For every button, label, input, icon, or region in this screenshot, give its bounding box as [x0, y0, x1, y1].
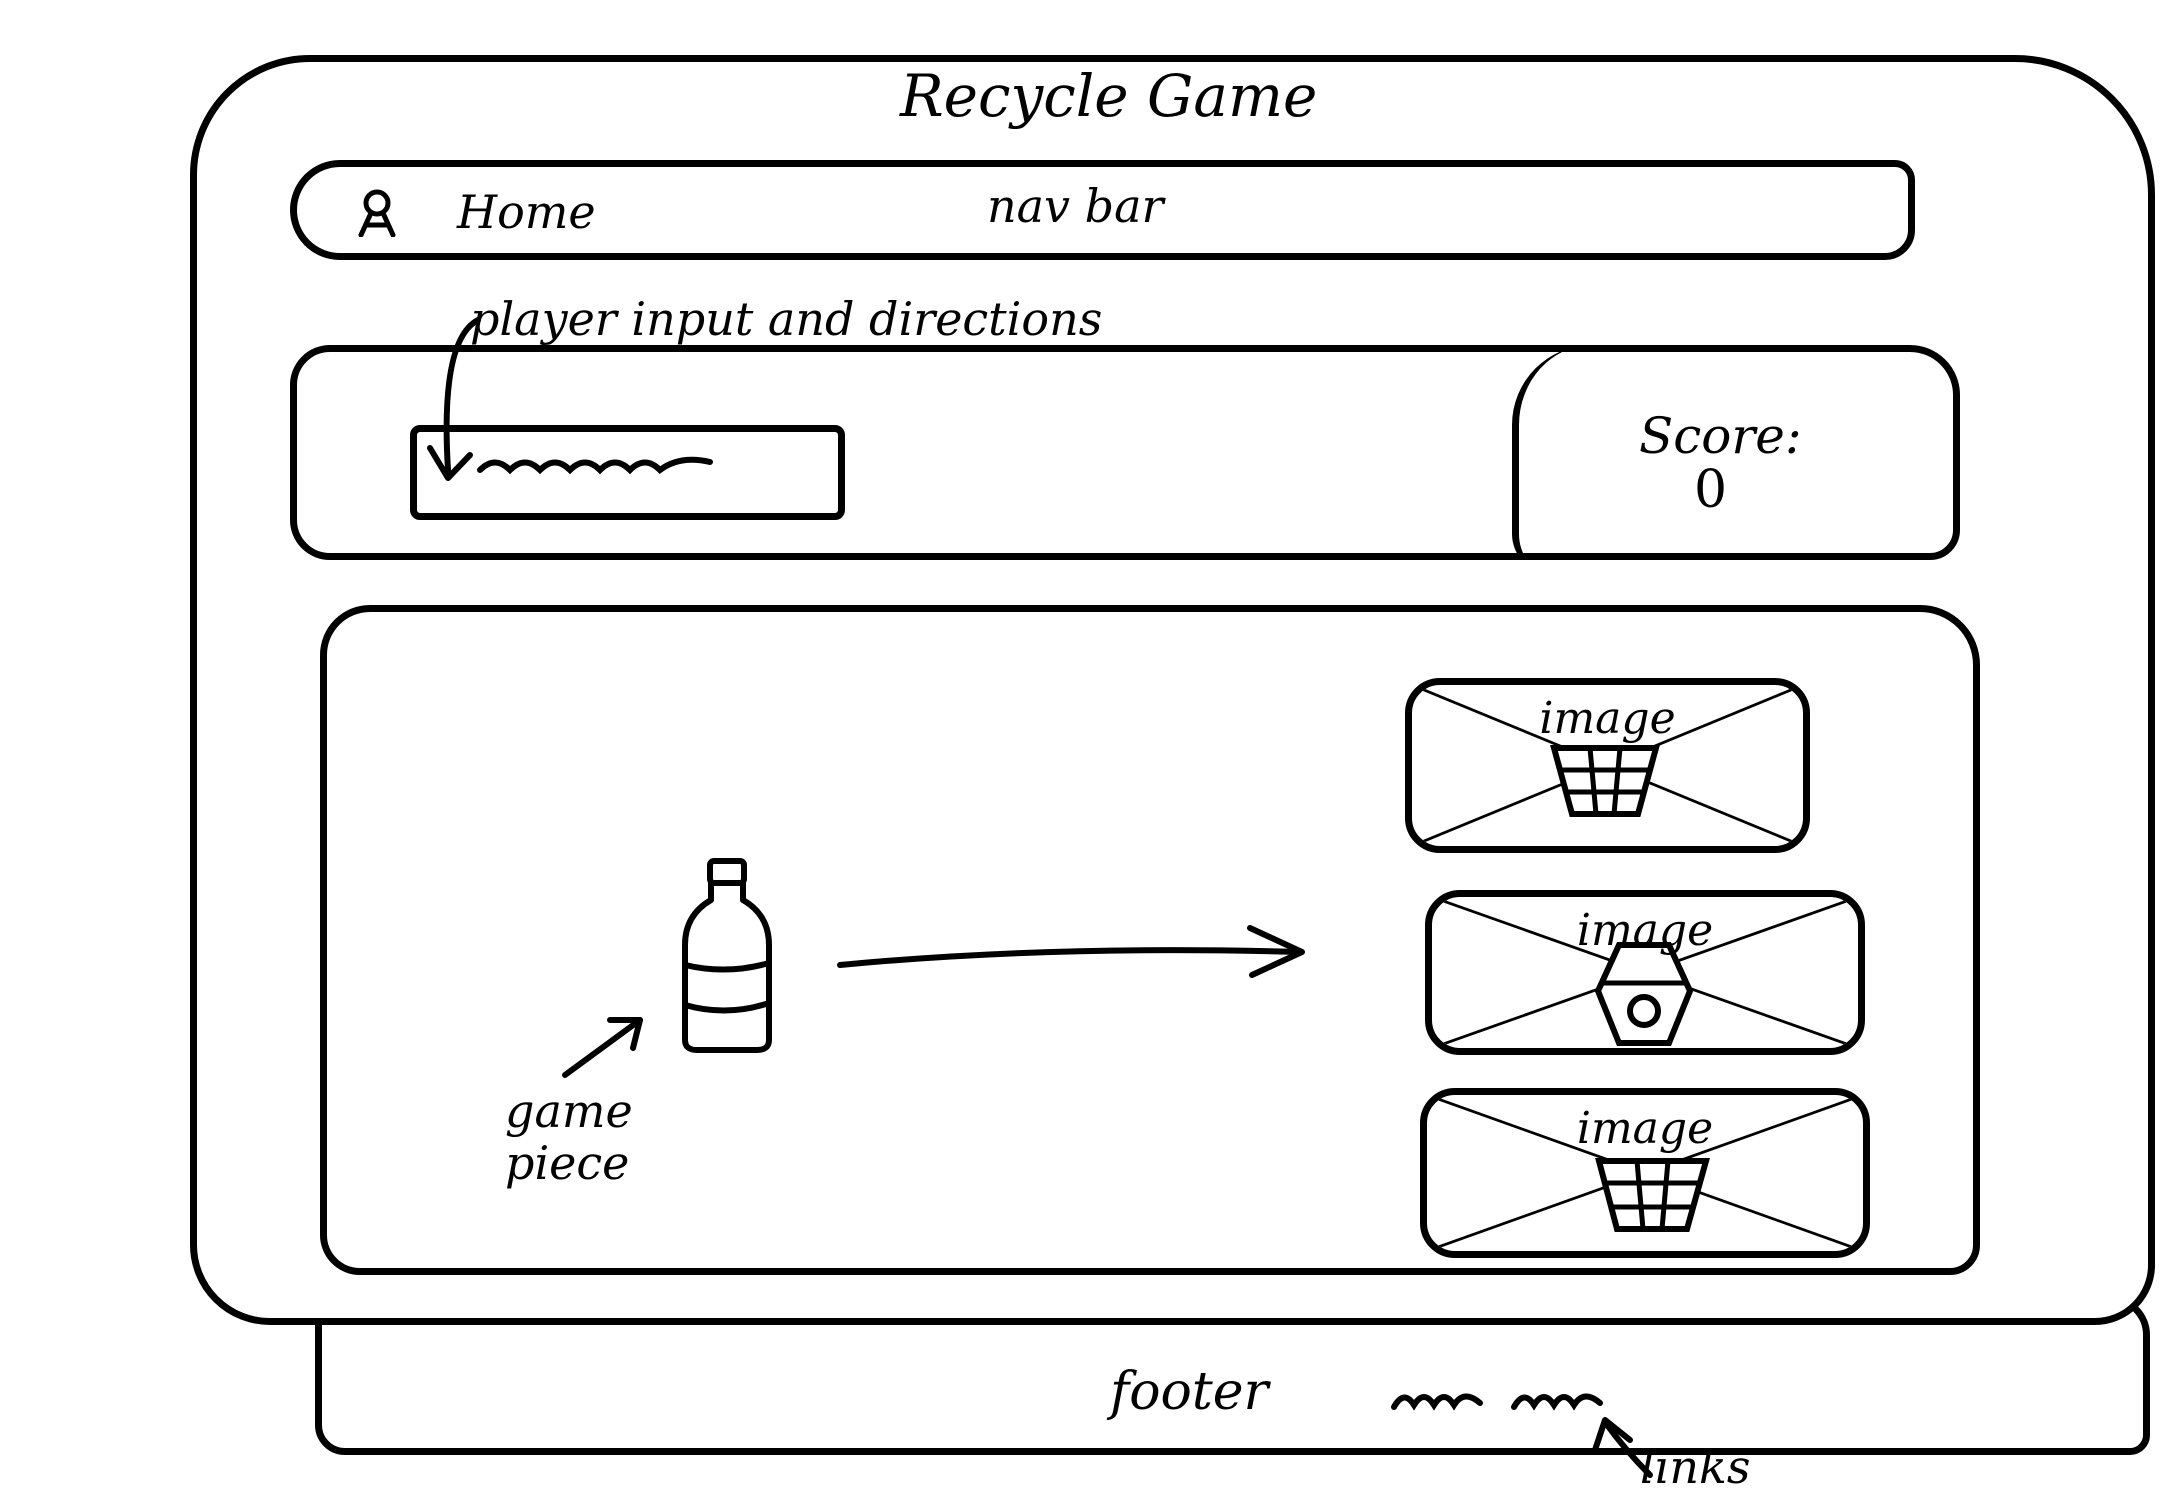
annotation-links: links	[1640, 1440, 1751, 1494]
score-label: Score:	[1639, 407, 1802, 465]
page-title: Recycle Game	[900, 62, 1318, 130]
user-icon[interactable]	[357, 189, 397, 238]
recycling-bin-2[interactable]: image	[1425, 890, 1865, 1055]
annotation-input-label: player input and directions	[470, 292, 1103, 346]
recycling-bin-1[interactable]: image	[1405, 678, 1810, 853]
basket-icon	[1550, 740, 1660, 820]
nav-bar: Home nav bar	[290, 160, 1915, 260]
annotation-game-piece: game piece	[505, 1084, 633, 1190]
nav-bar-label: nav bar	[987, 179, 1164, 233]
footer-link-2[interactable]	[1510, 1385, 1605, 1415]
footer-label: footer	[1110, 1362, 1269, 1422]
game-area	[320, 605, 1980, 1275]
bin-image-label: image	[1576, 905, 1714, 956]
basket-icon	[1595, 1153, 1710, 1235]
app-window	[190, 55, 2155, 1325]
score-panel: Score: 0	[1512, 352, 1953, 553]
footer-link-1[interactable]	[1390, 1385, 1485, 1415]
score-value: 0	[1694, 460, 1728, 520]
bin-image-label: image	[1539, 693, 1676, 744]
bottle-icon[interactable]	[675, 855, 780, 1055]
nav-home-link[interactable]: Home	[457, 185, 596, 239]
recycling-bin-3[interactable]: image	[1420, 1088, 1870, 1258]
hexagon-bin-icon	[1594, 939, 1694, 1048]
bin-image-label: image	[1576, 1103, 1714, 1154]
player-input-panel: Score: 0	[290, 345, 1960, 560]
player-input[interactable]	[410, 425, 845, 520]
